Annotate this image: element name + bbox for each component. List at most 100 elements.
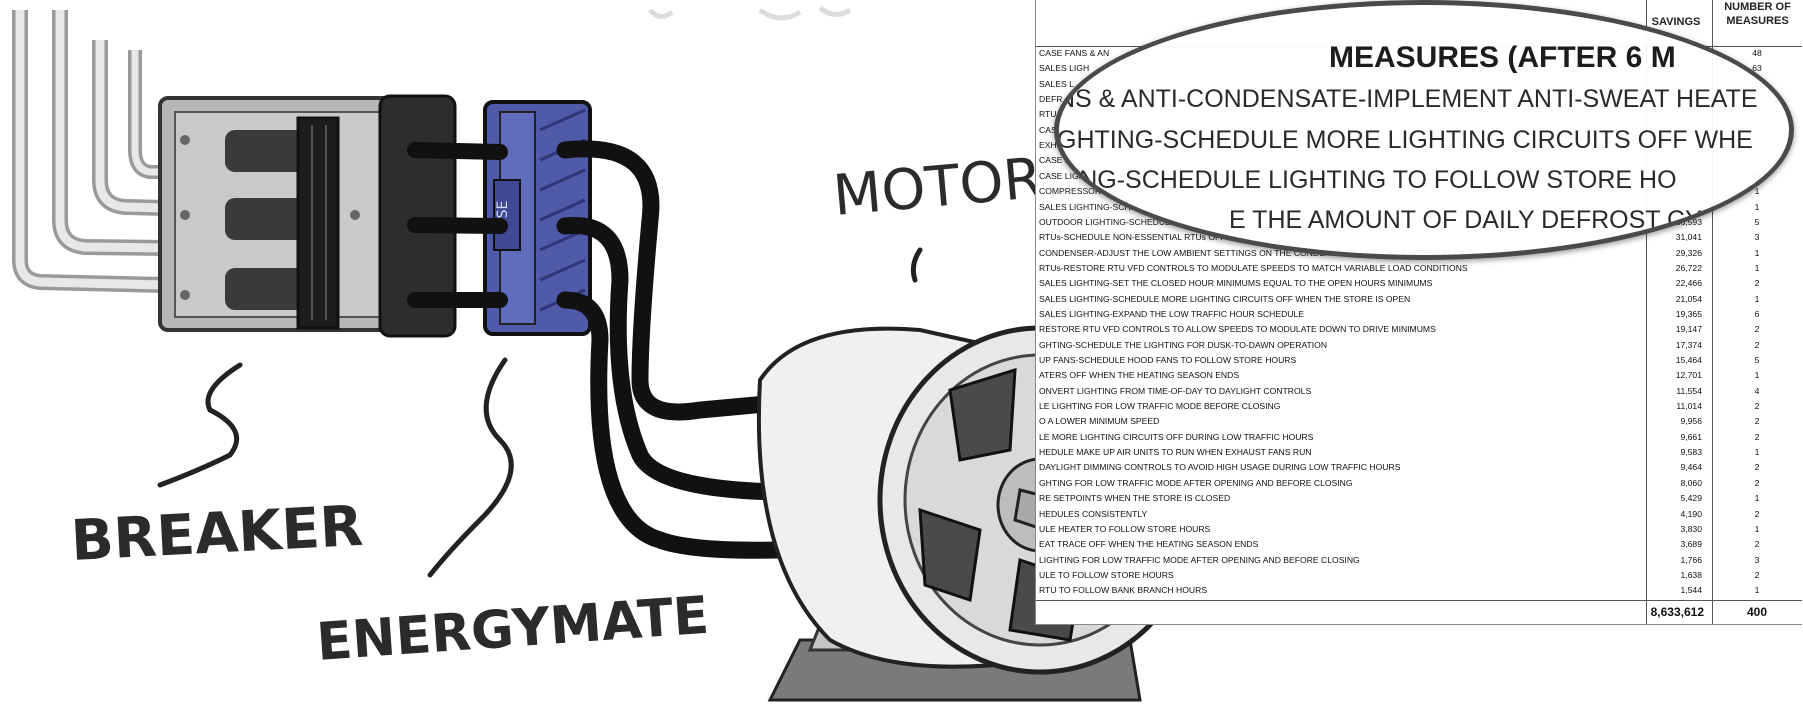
count-cell: 1 bbox=[1754, 186, 1760, 197]
savings-cell: 3,830 bbox=[1680, 523, 1702, 534]
savings-cell: 36,593 bbox=[1675, 216, 1702, 227]
description-cell: ONVERT LIGHTING FROM TIME-OF-DAY TO DAYL… bbox=[1039, 385, 1312, 396]
total-divider bbox=[1036, 600, 1802, 601]
count-cell: 5 bbox=[1754, 355, 1760, 365]
link-wires bbox=[407, 142, 508, 308]
table-row: LE MORE LIGHTING CIRCUITS OFF DURING LOW… bbox=[1036, 430, 1802, 445]
description-cell: EAT TRACE OFF WHEN THE HEATING SEASON EN… bbox=[1039, 539, 1259, 550]
magnifier-line: NS & ANTI-CONDENSATE-IMPLEMENT ANTI-SWEA… bbox=[1057, 85, 1758, 113]
table-row: DAYLIGHT DIMMING CONTROLS TO AVOID HIGH … bbox=[1036, 460, 1802, 475]
savings-cell: 11,554 bbox=[1676, 385, 1702, 396]
savings-divider bbox=[1646, 0, 1647, 624]
header-number-of-measures: NUMBER OF MEASURES bbox=[1724, 1, 1791, 27]
magnifier-callout: MEASURES (AFTER 6 M NS & ANTI-CONDENSATE… bbox=[1054, 0, 1794, 260]
table-row: HEDULE MAKE UP AIR UNITS TO RUN WHEN EXH… bbox=[1036, 445, 1802, 460]
count-cell: 63 bbox=[1752, 63, 1762, 74]
count-cell: 2 bbox=[1754, 462, 1760, 473]
energymate-device: OSE bbox=[483, 100, 592, 336]
table-row: SALES LIGHTING-SCHE 1 bbox=[1036, 200, 1802, 215]
description-cell: ATERS OFF WHEN THE HEATING SEASON ENDS bbox=[1039, 370, 1240, 381]
description-cell: SALES LIGHTING-SCHEDULE MORE LIGHTING CI… bbox=[1039, 293, 1411, 304]
count-cell: 2 bbox=[1754, 416, 1760, 427]
table-row: COMPRESSORS 1 bbox=[1036, 184, 1802, 199]
description-cell: DAYLIGHT DIMMING CONTROLS TO AVOID HIGH … bbox=[1039, 462, 1401, 473]
incoming-wires bbox=[12, 10, 166, 293]
description-cell: RTUs-SCHEDULE NON-ESSENTIAL RTUs OFF bbox=[1039, 232, 1226, 243]
count-cell: 3 bbox=[1754, 232, 1760, 243]
savings-cell: 29,326 bbox=[1675, 247, 1702, 258]
description-cell: SALES LIGHTING-SET THE CLOSED HOUR MINIM… bbox=[1039, 278, 1433, 289]
total-measures: 400 bbox=[1746, 605, 1768, 619]
savings-cell: 1,544 bbox=[1680, 585, 1702, 596]
description-cell: ULE TO FOLLOW STORE HOURS bbox=[1039, 569, 1174, 580]
count-cell: 1 bbox=[1754, 585, 1760, 596]
count-cell: 1 bbox=[1754, 493, 1760, 504]
description-cell: SALES LIGHTING-SCHE bbox=[1039, 201, 1137, 212]
savings-cell: 9,956 bbox=[1680, 416, 1702, 427]
table-row: CONDENSER-ADJUST THE LOW AMBIENT SETTING… bbox=[1036, 246, 1802, 261]
description-cell: LE LIGHTING FOR LOW TRAFFIC MODE BEFORE … bbox=[1039, 401, 1281, 412]
description-cell: HEDULES CONSISTENTLY bbox=[1039, 508, 1148, 519]
description-cell: COMPRESSORS bbox=[1039, 186, 1107, 197]
breaker-panel bbox=[158, 94, 457, 338]
count-cell: 2 bbox=[1754, 477, 1760, 488]
magnifier-line: GHTING-SCHEDULE MORE LIGHTING CIRCUITS O… bbox=[1057, 126, 1753, 154]
count-cell: 2 bbox=[1754, 508, 1760, 519]
motor-wires bbox=[556, 140, 839, 559]
table-row: RTU bbox=[1036, 107, 1802, 122]
savings-cell: 19,147 bbox=[1675, 324, 1702, 335]
table-row: GHTING FOR LOW TRAFFIC MODE AFTER OPENIN… bbox=[1036, 476, 1802, 491]
table-row: EAT TRACE OFF WHEN THE HEATING SEASON EN… bbox=[1036, 537, 1802, 552]
table-row: ULE TO FOLLOW STORE HOURS 1,638 2 bbox=[1036, 568, 1802, 583]
savings-cell: 1,638 bbox=[1680, 569, 1702, 580]
count-cell: 48 bbox=[1752, 48, 1762, 58]
count-cell: 5 bbox=[1754, 216, 1760, 227]
description-cell: O A LOWER MINIMUM SPEED bbox=[1039, 416, 1160, 427]
description-cell: RE SETPOINTS WHEN THE STORE IS CLOSED bbox=[1039, 493, 1231, 504]
description-cell: UP FANS-SCHEDULE HOOD FANS TO FOLLOW STO… bbox=[1039, 355, 1297, 365]
count-cell: 1 bbox=[1754, 262, 1760, 273]
description-cell: CAS bbox=[1039, 124, 1057, 135]
count-cell: 4 bbox=[1754, 385, 1760, 396]
description-cell: GHTING FOR LOW TRAFFIC MODE AFTER OPENIN… bbox=[1039, 477, 1353, 488]
table-row: ONVERT LIGHTING FROM TIME-OF-DAY TO DAYL… bbox=[1036, 384, 1802, 399]
breaker-switches bbox=[225, 116, 340, 330]
table-row: UP FANS-SCHEDULE HOOD FANS TO FOLLOW STO… bbox=[1036, 353, 1802, 368]
magnifier-line: E THE AMOUNT OF DAILY DEFROST CY bbox=[1229, 206, 1702, 234]
count-cell: 1 bbox=[1754, 201, 1760, 212]
count-cell: 2 bbox=[1754, 569, 1760, 580]
count-cell: 2 bbox=[1754, 431, 1760, 442]
table-row: SALES L bbox=[1036, 77, 1802, 92]
table-row: O A LOWER MINIMUM SPEED 9,956 2 bbox=[1036, 414, 1802, 429]
description-cell: OUTDOOR LIGHTING-SCHEDULE bbox=[1039, 216, 1176, 227]
savings-cell: 8,060 bbox=[1680, 477, 1702, 488]
savings-cell: 9,583 bbox=[1680, 447, 1702, 458]
energymate-label: ENERGYMATE bbox=[315, 586, 711, 673]
total-savings: 8,633,612 bbox=[1650, 605, 1704, 619]
magnifier-title: MEASURES (AFTER 6 M bbox=[1329, 41, 1676, 74]
savings-cell: 3,689 bbox=[1680, 539, 1702, 550]
description-cell: CASE L bbox=[1039, 155, 1070, 166]
measures-divider bbox=[1712, 0, 1713, 624]
description-cell: RTU bbox=[1039, 109, 1057, 120]
savings-cell: 31,041 bbox=[1675, 232, 1702, 243]
count-cell: 6 bbox=[1754, 308, 1760, 319]
table-row: SALES LIGHTING-SCHEDULE MORE LIGHTING CI… bbox=[1036, 292, 1802, 307]
description-cell: EXH bbox=[1039, 140, 1057, 151]
faint-background-mark bbox=[648, 5, 852, 21]
description-cell: LIGHTING FOR LOW TRAFFIC MODE AFTER OPEN… bbox=[1039, 554, 1360, 565]
count-cell: 2 bbox=[1754, 339, 1760, 350]
motor-label: MOTOR bbox=[831, 146, 1045, 229]
table-row: RTUs-RESTORE RTU VFD CONTROLS TO MODULAT… bbox=[1036, 261, 1802, 276]
description-cell: HEDULE MAKE UP AIR UNITS TO RUN WHEN EXH… bbox=[1039, 447, 1312, 458]
header-savings: SAVINGS bbox=[1651, 16, 1701, 28]
description-cell: DEFR bbox=[1039, 94, 1063, 105]
label-pointers bbox=[157, 247, 923, 578]
description-cell: SALES LIGHTING-EXPAND THE LOW TRAFFIC HO… bbox=[1039, 308, 1305, 319]
description-cell: CASE LIGH bbox=[1039, 170, 1085, 181]
savings-cell: 22,466 bbox=[1675, 278, 1702, 289]
magnifier-line: TING-SCHEDULE LIGHTING TO FOLLOW STORE H… bbox=[1057, 166, 1677, 194]
description-cell: RTU TO FOLLOW BANK BRANCH HOURS bbox=[1039, 585, 1208, 596]
count-cell: 1 bbox=[1754, 370, 1760, 381]
